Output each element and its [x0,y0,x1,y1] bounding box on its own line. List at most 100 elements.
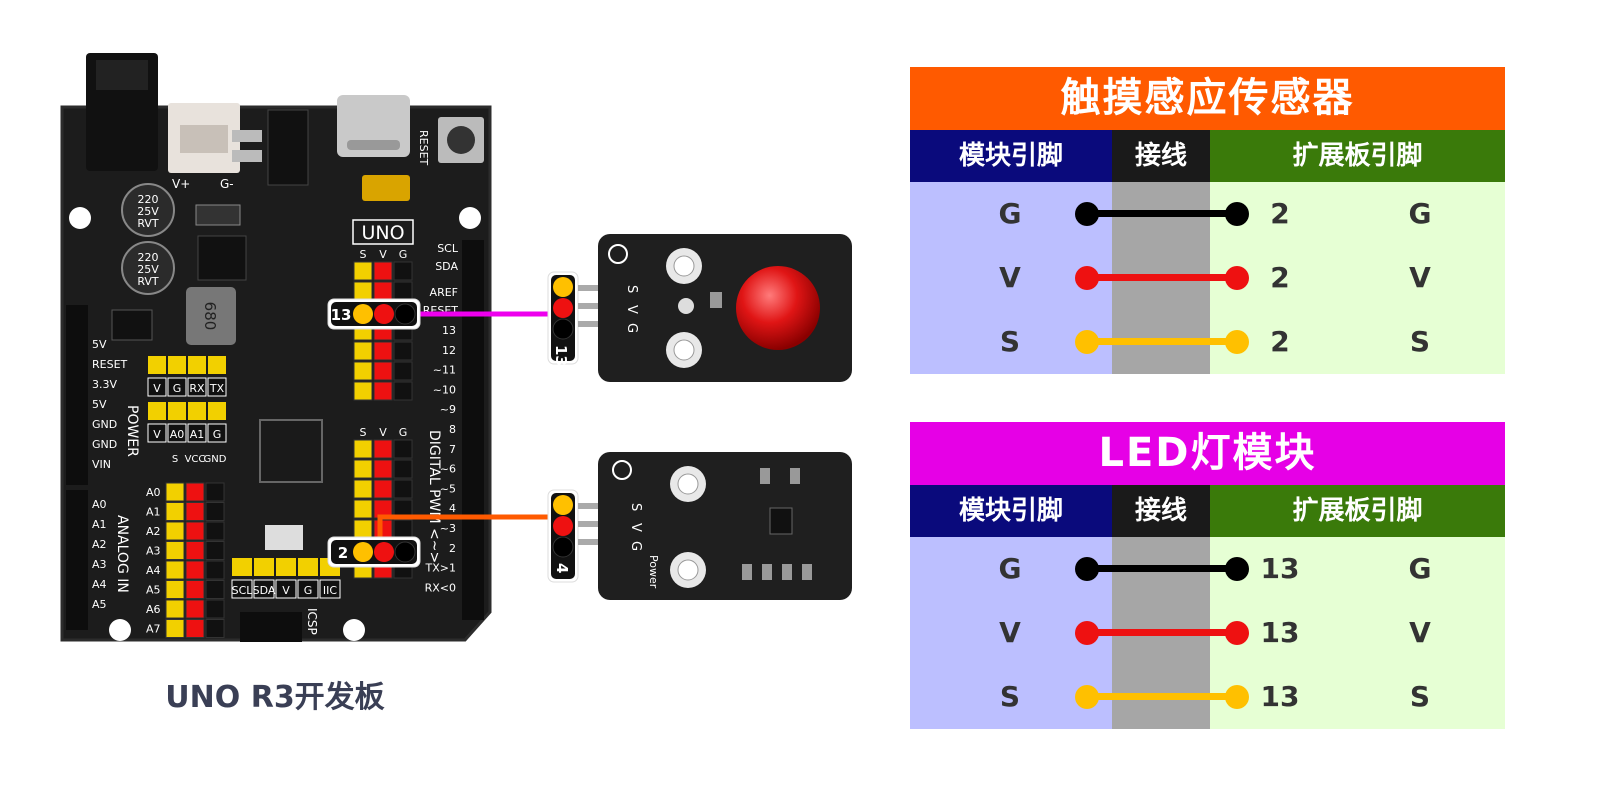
header-label: A0 [170,428,185,441]
digital-pin-label: 8 [449,423,456,436]
analog-pin-label: A4 [92,578,107,591]
silk-reset: RESET [417,130,430,166]
svg-text:S: S [624,285,639,293]
inductor: 680 [186,287,236,345]
mcu-chip [259,419,323,483]
svg-text:220: 220 [138,193,159,206]
header-pin [353,439,373,459]
board-pin-number: 13 [1260,552,1300,585]
column-label: S [360,248,367,261]
module-pin: G [998,197,1022,230]
board-caption: UNO R3开发板 [165,680,385,715]
svg-text:2: 2 [338,544,348,562]
wire-end [1075,685,1099,709]
module-pin: S [999,325,1021,358]
analog-pin-label: A1 [92,518,107,531]
module-pin: S [999,680,1021,713]
header-pin [165,619,185,638]
board-connector-2: 2 [327,536,421,568]
power-pin-label: GND [92,418,117,431]
header-pin [393,519,413,539]
header-pin [298,558,318,576]
header-pin [393,281,413,301]
header-pin [276,558,296,576]
header-label-box [167,423,187,443]
column-label: G [399,248,408,261]
svg-text:25V: 25V [137,263,159,276]
header-board-pin: 扩展板引脚 [1210,130,1505,182]
header-pin [165,502,185,521]
header-label: V [153,428,161,441]
header-pin [208,402,226,420]
header-pin [353,519,373,539]
board-pin-label: S [1409,325,1431,358]
capacitor: 220 25V RVT [121,183,175,237]
header-label-box [275,579,297,599]
header-pin [168,356,186,374]
wire-end [1075,557,1099,581]
table-row: G 13 G [910,537,1505,601]
header-pin [168,402,186,420]
led-module-wiring-table: LED灯模块 模块引脚 接线 扩展板引脚 G 13 G V 13 V S 1 [910,422,1505,729]
header-label-box [253,579,275,599]
svg-text:220: 220 [138,251,159,264]
header-pin [373,439,393,459]
header-label-box [297,579,319,599]
wiring-diagram: V+ G- RESET 220 25V RVT 220 25V RVT [60,53,852,642]
header-label: G [304,584,313,597]
header-pin [393,261,413,281]
mount-hole [343,619,365,641]
header-label: G [173,382,182,395]
analog-row-label: A4 [146,564,161,577]
wire-end [1225,685,1249,709]
module-pin: V [999,616,1021,649]
silk-icsp: ICSP [305,608,319,635]
analog-pin-label: A2 [92,538,107,551]
header-pin [148,402,166,420]
svg-text:V: V [624,305,639,314]
svg-text:G: G [628,541,643,551]
header-pin [188,402,206,420]
usb-chip [267,109,309,186]
header-label: SCL [232,584,254,597]
table-header: 模块引脚 接线 扩展板引脚 [910,485,1505,537]
header-pin [254,558,274,576]
digital-pin-label: 12 [442,344,456,357]
header-pin [393,341,413,361]
header-pin [185,482,205,502]
silk-uno: UNO [361,222,404,244]
header-pin [165,482,185,502]
header-pin [353,381,373,401]
svg-text:13: 13 [331,306,352,324]
header-pin [205,521,225,541]
module-pin: V [999,261,1021,294]
header-pin [185,599,205,619]
wire-end [1225,202,1249,226]
power-pin-label: 5V [92,338,107,351]
table-header: 模块引脚 接线 扩展板引脚 [910,130,1505,182]
digital-pin-label: ~6 [440,463,456,476]
mount-hole [69,207,91,229]
board-pin-number: 13 [1260,616,1300,649]
wire [1083,693,1235,700]
wire-end [1075,330,1099,354]
analog-pin-label: A5 [92,598,107,611]
wire [1083,274,1235,281]
header-label-box [167,377,187,397]
analog-pin-label: A3 [92,558,107,571]
icsp-header [240,612,302,642]
table-title: 触摸感应传感器 [910,67,1505,130]
column-label: GND [204,454,227,465]
crystal [362,175,410,201]
header-label-box [147,423,167,443]
header-pin [185,619,205,638]
digital-pin-label: 4 [449,502,456,515]
led-bulb [736,266,820,350]
svg-text:S: S [628,503,643,511]
column-label: S [360,426,367,439]
header-pin [393,459,413,479]
header-label-box [187,377,207,397]
header-pin [205,502,225,521]
svg-text:RVT: RVT [137,217,159,230]
